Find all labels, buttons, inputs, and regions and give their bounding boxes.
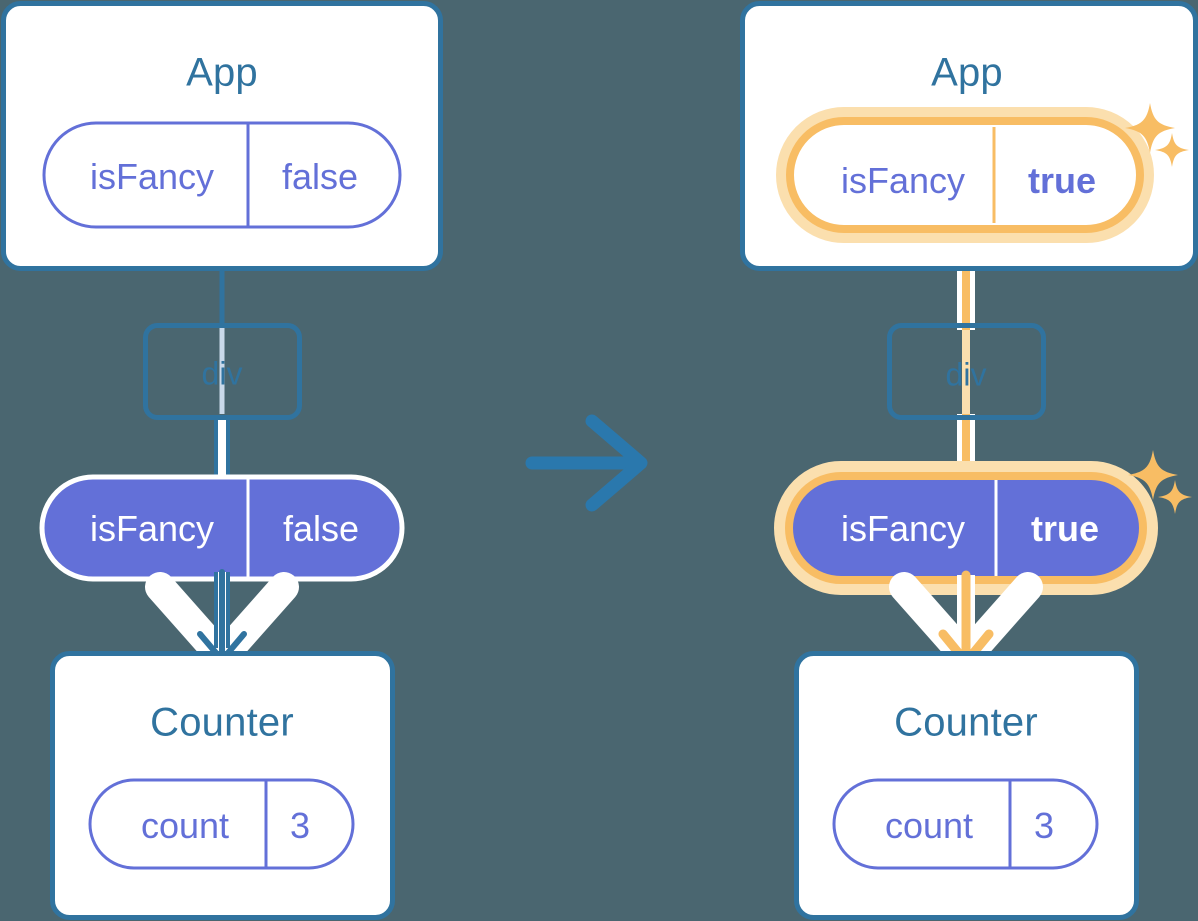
prop-flow-arrow-highlighted [904,570,1028,662]
sparkle-icon-large [1128,450,1178,500]
counter-state-pill[interactable] [88,778,355,870]
app-state-pill-highlighted[interactable] [776,107,1154,243]
app-state-pill[interactable] [42,121,402,229]
sparkle-icon-group-top [1125,103,1189,167]
prop-pill-isfancy-highlighted[interactable] [774,461,1158,595]
sparkle-icon-group-bottom [1128,450,1192,514]
panel-before [1,1,443,920]
panel-after [740,1,1198,920]
sparkle-icon-small [1158,480,1192,514]
div-element-box[interactable] [143,323,302,420]
prop-pill-isfancy[interactable] [39,474,405,582]
prop-flow-arrow [160,569,284,660]
sparkle-icon-small [1155,133,1189,167]
div-element-box[interactable] [887,323,1046,420]
sparkle-icon-large [1125,103,1175,153]
arrow-right-icon [525,414,648,512]
counter-state-pill[interactable] [832,778,1099,870]
